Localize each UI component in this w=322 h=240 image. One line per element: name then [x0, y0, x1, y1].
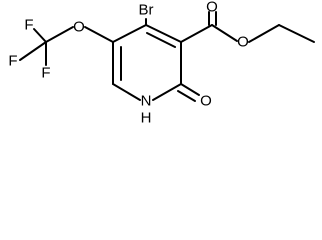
bond-c-f1: [33, 28, 47, 43]
bond-c4-c3-inner: [146, 32, 176, 48]
atom-oxygen-carbonyl-ring: O: [200, 93, 212, 110]
bond-cester-oester: [211, 24, 238, 42]
bond-c4-c3: [145, 24, 182, 43]
bond-n1-c2: [152, 83, 182, 101]
atom-fluorine-3: F: [41, 65, 50, 82]
bond-c4-c5: [112, 24, 147, 43]
atom-hydrogen-nh: H: [141, 110, 152, 127]
bond-c6-n1: [112, 83, 141, 101]
atom-oxygen-carbonyl-ester: O: [206, 0, 218, 16]
molecule-structure-diagram: Br O F F F O O N H O: [8, 0, 315, 127]
bond-c5-o: [84, 26, 114, 43]
bond-c2-oring: [180, 83, 200, 96]
atom-oxygen-ether: O: [73, 19, 85, 36]
bond-c2-oring-2: [177, 90, 196, 102]
bond-o-cf3: [45, 26, 74, 43]
atom-bromine: Br: [139, 2, 154, 19]
atom-fluorine-2: F: [8, 53, 17, 70]
atom-nitrogen: N: [141, 93, 152, 110]
atom-fluorine-1: F: [24, 17, 33, 34]
atom-oxygen-ester: O: [237, 34, 249, 51]
bond-c3-cester: [180, 24, 213, 43]
bond-c-f2: [19, 41, 47, 61]
bond-oester-ch2: [248, 24, 280, 43]
bond-ch2-ch3: [278, 24, 315, 43]
